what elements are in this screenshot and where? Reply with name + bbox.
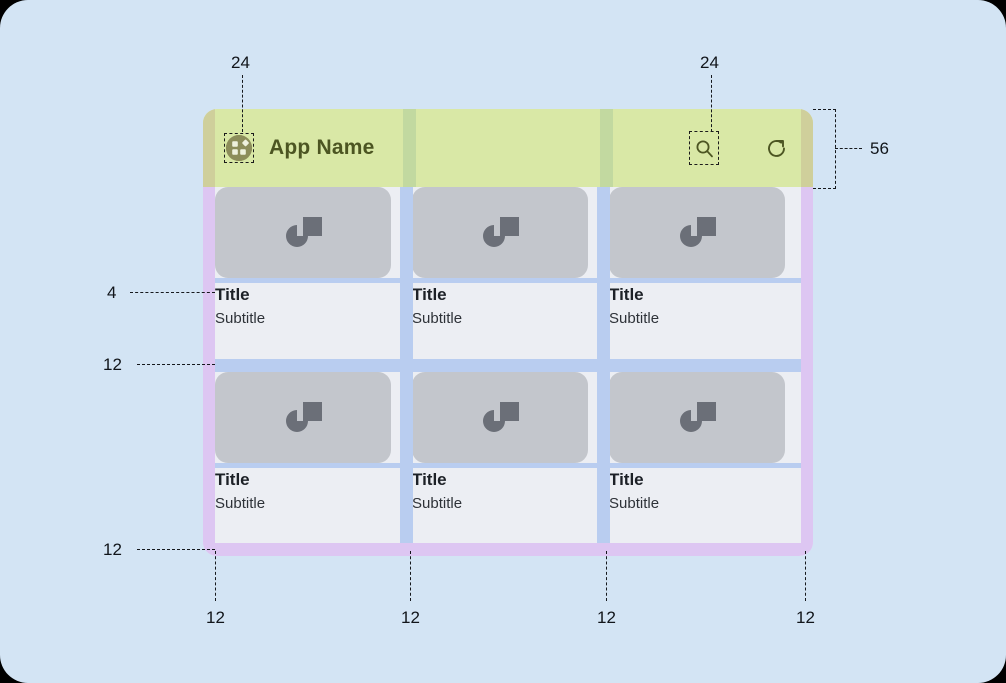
image-placeholder-icon: [286, 216, 322, 247]
annotation-row-gap-leader: [137, 364, 215, 365]
annotation-gutter-mid2-label: 12: [597, 608, 616, 627]
card-title: Title: [412, 285, 447, 304]
card-subtitle: Subtitle: [215, 495, 266, 512]
card-title: Title: [609, 285, 644, 304]
spacing-gutter-column-2: [597, 187, 610, 556]
spacing-band-row-gap: [203, 359, 813, 372]
card-text-2: Title Subtitle: [412, 278, 588, 328]
annotation-image-title-gap-leader: [130, 292, 215, 293]
card-3[interactable]: Title Subtitle: [609, 187, 785, 328]
card-text-1: Title Subtitle: [215, 278, 391, 328]
app-bar-left-padding-overlay: [203, 109, 215, 187]
card-image-3: [609, 187, 785, 278]
annotation-gutter-mid1-leader: [410, 551, 411, 601]
image-placeholder-icon: [680, 401, 716, 432]
spacing-padding-right: [801, 187, 813, 556]
spacing-gutter-column-1: [400, 187, 413, 556]
annotation-gutter-left-label: 12: [206, 608, 225, 627]
annotation-gutter-mid1-label: 12: [401, 608, 420, 627]
card-text-3: Title Subtitle: [609, 278, 785, 328]
spacing-padding-bottom: [203, 543, 813, 556]
annotation-appbar-height-label: 56: [870, 139, 889, 158]
app-bar-right-padding-overlay: [801, 109, 813, 187]
card-1[interactable]: Title Subtitle: [215, 187, 391, 328]
search-icon: [696, 140, 713, 157]
app-bar-gutter-overlay-2: [600, 109, 613, 187]
card-title: Title: [215, 285, 250, 304]
app-title: App Name: [269, 136, 375, 159]
card-2[interactable]: Title Subtitle: [412, 187, 588, 328]
card-subtitle: Subtitle: [609, 310, 660, 327]
annotation-image-title-gap-label: 4: [107, 283, 117, 302]
card-title: Title: [215, 470, 250, 489]
annotation-gutter-right-label: 12: [796, 608, 815, 627]
card-4[interactable]: Title Subtitle: [215, 372, 391, 513]
annotation-bottom-padding-label: 12: [103, 540, 122, 559]
card-image-1: [215, 187, 391, 278]
logo-touch-target[interactable]: [224, 133, 254, 163]
card-subtitle: Subtitle: [412, 310, 463, 327]
annotation-search-target-leader: [711, 75, 712, 132]
card-subtitle: Subtitle: [215, 310, 266, 327]
annotation-logo-target-leader: [242, 75, 243, 132]
card-grid: Title Subtitle Title Subtitle: [203, 187, 813, 556]
image-placeholder-icon: [483, 401, 519, 432]
image-placeholder-icon: [286, 401, 322, 432]
card-image-5: [412, 372, 588, 463]
annotation-appbar-height-leader: [835, 148, 862, 149]
app-bar-leading: App Name: [224, 133, 374, 163]
card-image-2: [412, 187, 588, 278]
app-bar-content: App Name: [203, 109, 813, 187]
card-subtitle: Subtitle: [609, 495, 660, 512]
annotation-bottom-padding-leader: [137, 549, 215, 550]
card-image-4: [215, 372, 391, 463]
card-6[interactable]: Title Subtitle: [609, 372, 785, 513]
annotation-logo-target-label: 24: [231, 53, 250, 72]
image-placeholder-icon: [680, 216, 716, 247]
search-touch-target[interactable]: [689, 131, 719, 165]
annotation-gutter-left-leader: [215, 551, 216, 601]
spacing-band-image-title-1: [203, 278, 813, 283]
app-bar-actions: [689, 131, 791, 165]
card-title: Title: [609, 470, 644, 489]
spacing-band-image-title-2: [203, 463, 813, 468]
card-text-5: Title Subtitle: [412, 463, 588, 513]
card-5[interactable]: Title Subtitle: [412, 372, 588, 513]
app-grid-logo-icon: [226, 135, 252, 161]
card-subtitle: Subtitle: [412, 495, 463, 512]
card-image-6: [609, 372, 785, 463]
refresh-button[interactable]: [761, 133, 791, 163]
spacing-padding-left: [203, 187, 215, 556]
annotation-appbar-height-bracket: [813, 109, 836, 189]
annotation-gutter-right-leader: [805, 551, 806, 601]
card-text-6: Title Subtitle: [609, 463, 785, 513]
image-placeholder-icon: [483, 216, 519, 247]
card-text-4: Title Subtitle: [215, 463, 391, 513]
refresh-icon: [767, 139, 785, 157]
annotation-row-gap-label: 12: [103, 355, 122, 374]
app-frame: App Name: [203, 109, 813, 556]
card-title: Title: [412, 470, 447, 489]
annotation-search-target-label: 24: [700, 53, 719, 72]
annotation-gutter-mid2-leader: [606, 551, 607, 601]
app-bar-gutter-overlay-1: [403, 109, 416, 187]
